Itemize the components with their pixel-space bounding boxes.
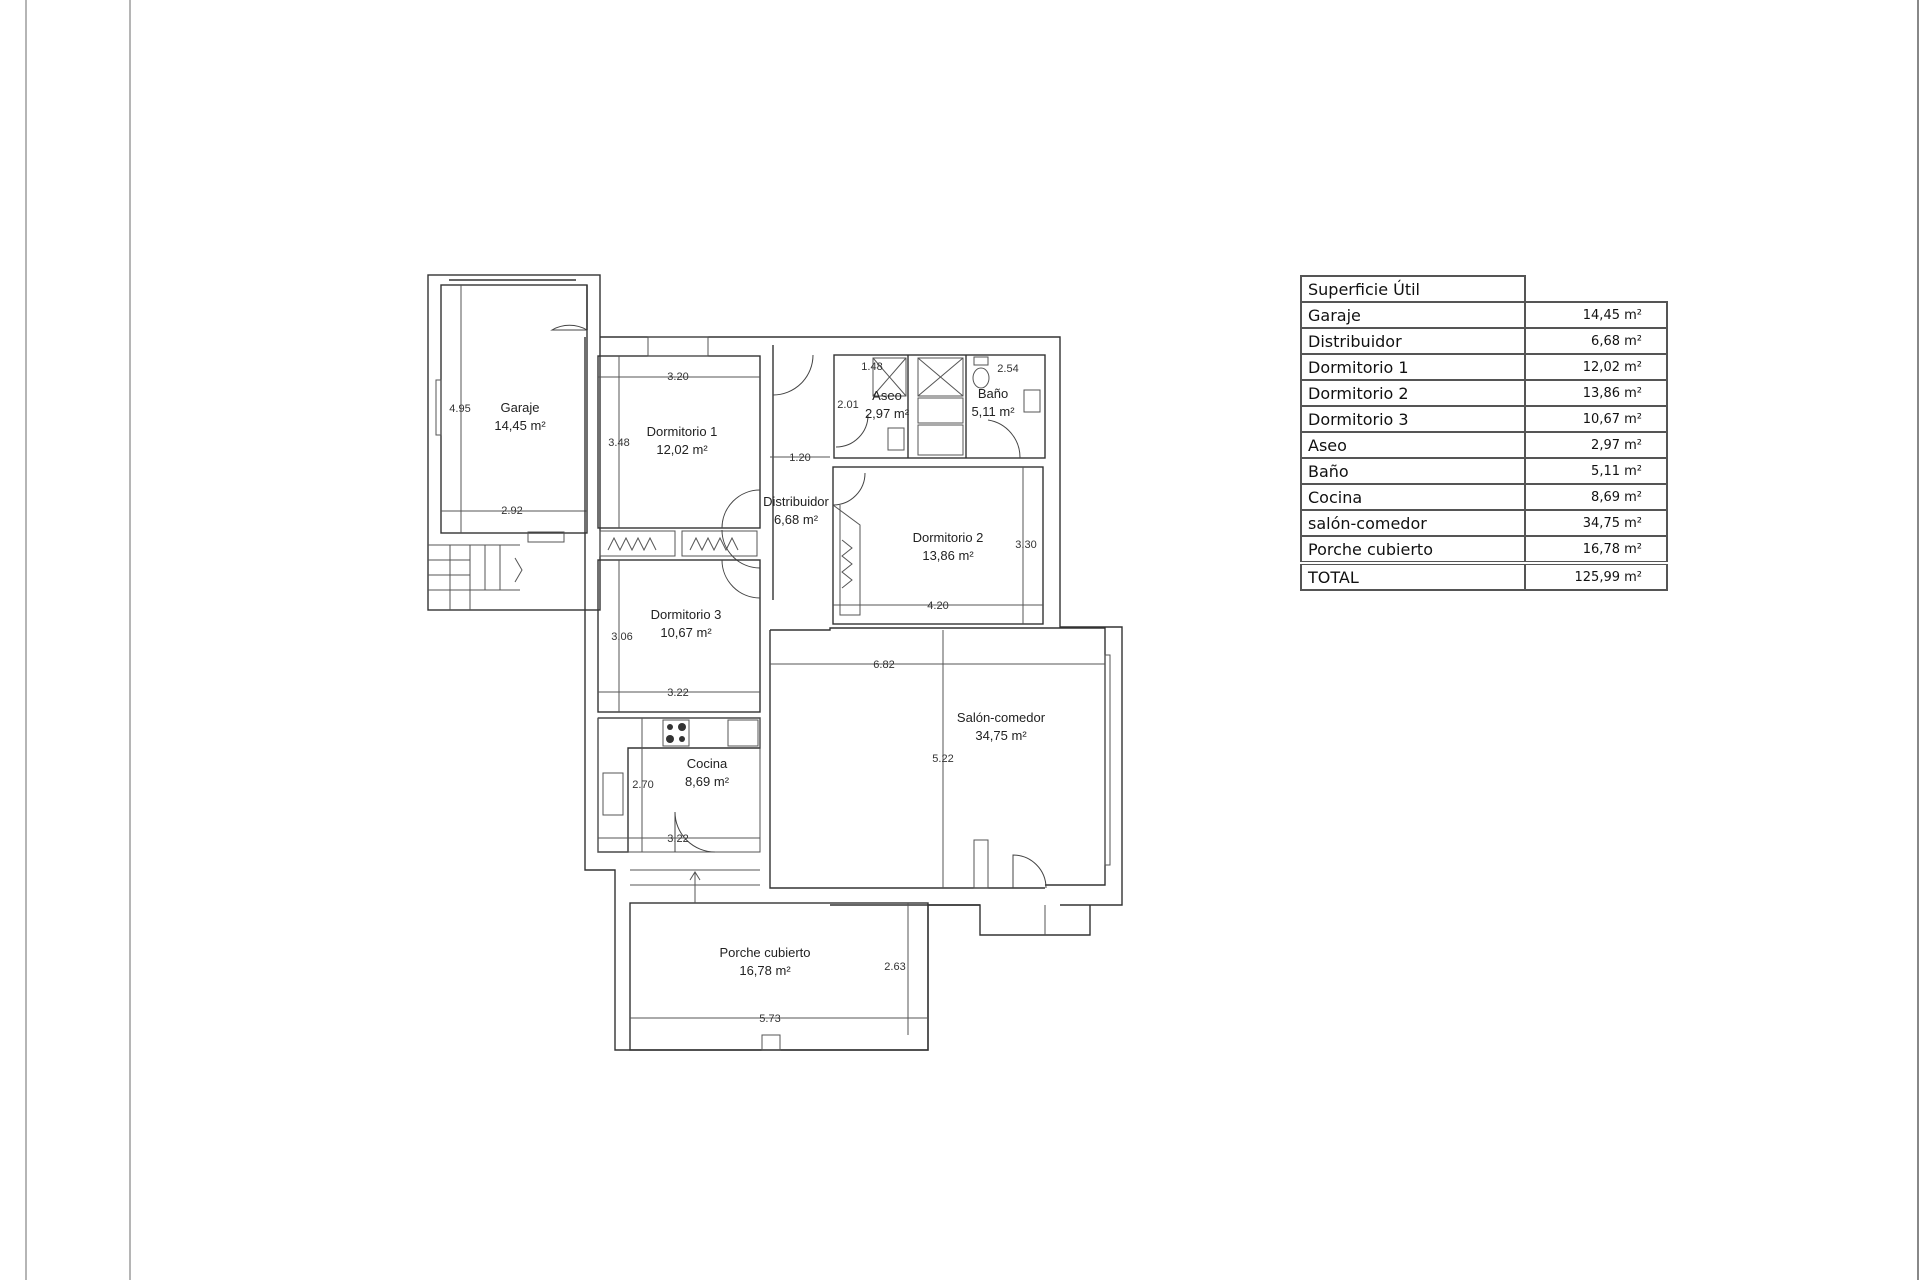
sink [602,772,624,816]
label-dormitorio-2: Dormitorio 2 [913,530,984,545]
svg-text:3.48: 3.48 [608,437,629,449]
label-cocina: Cocina [687,756,728,771]
area-aseo: 2,97 m² [865,406,910,421]
salon-walls [770,627,1106,886]
label-salon: Salón-comedor [957,710,1046,725]
fridge [727,719,759,747]
cocina-counter [597,717,761,853]
svg-text:4.95: 4.95 [449,403,470,415]
svg-text:3.20: 3.20 [667,371,688,383]
margin-line-right [1917,0,1919,1280]
area-dormitorio-3: 10,67 m² [660,625,712,640]
svg-text:3.06: 3.06 [611,631,632,643]
table-title: Superficie Útil [1300,275,1526,303]
label-dormitorio-1: Dormitorio 1 [647,424,718,439]
dormitorio-3 [597,559,761,713]
stairs [428,544,523,610]
svg-text:5.22: 5.22 [932,753,953,765]
area-garaje: 14,45 m² [494,418,546,433]
svg-text:1.20: 1.20 [789,452,810,464]
svg-text:2.01: 2.01 [837,399,858,411]
area-cocina: 8,69 m² [685,774,730,789]
svg-text:5.73: 5.73 [759,1013,780,1025]
svg-text:3.22: 3.22 [667,833,688,845]
label-aseo: Aseo [872,388,902,403]
label-porche: Porche cubierto [719,945,810,960]
closet [599,530,676,557]
label-bano: Baño [978,386,1008,401]
svg-text:4.20: 4.20 [927,600,948,612]
svg-text:2.70: 2.70 [632,779,653,791]
label-dormitorio-3: Dormitorio 3 [651,607,722,622]
svg-text:6.82: 6.82 [873,659,894,671]
svg-text:3.30: 3.30 [1015,539,1036,551]
closet [681,530,758,557]
area-dormitorio-2: 13,86 m² [922,548,974,563]
garaje-walls [427,274,601,611]
bathrooms [833,354,1046,459]
svg-text:2.63: 2.63 [884,961,905,973]
area-dormitorio-1: 12,02 m² [656,442,708,457]
area-porche: 16,78 m² [739,963,791,978]
area-distribuidor: 6,68 m² [774,512,819,527]
margin-line-left [25,0,27,1280]
svg-text:2.54: 2.54 [997,363,1018,375]
label-distribuidor: Distribuidor [763,494,829,509]
area-salon: 34,75 m² [975,728,1027,743]
margin-line-inner [129,0,131,1280]
label-garaje: Garaje [500,400,539,415]
svg-text:1.48: 1.48 [861,361,882,373]
area-bano: 5,11 m² [971,404,1015,419]
cooktop [662,719,690,747]
dormitorio-2 [832,466,1044,625]
svg-text:3.22: 3.22 [667,687,688,699]
